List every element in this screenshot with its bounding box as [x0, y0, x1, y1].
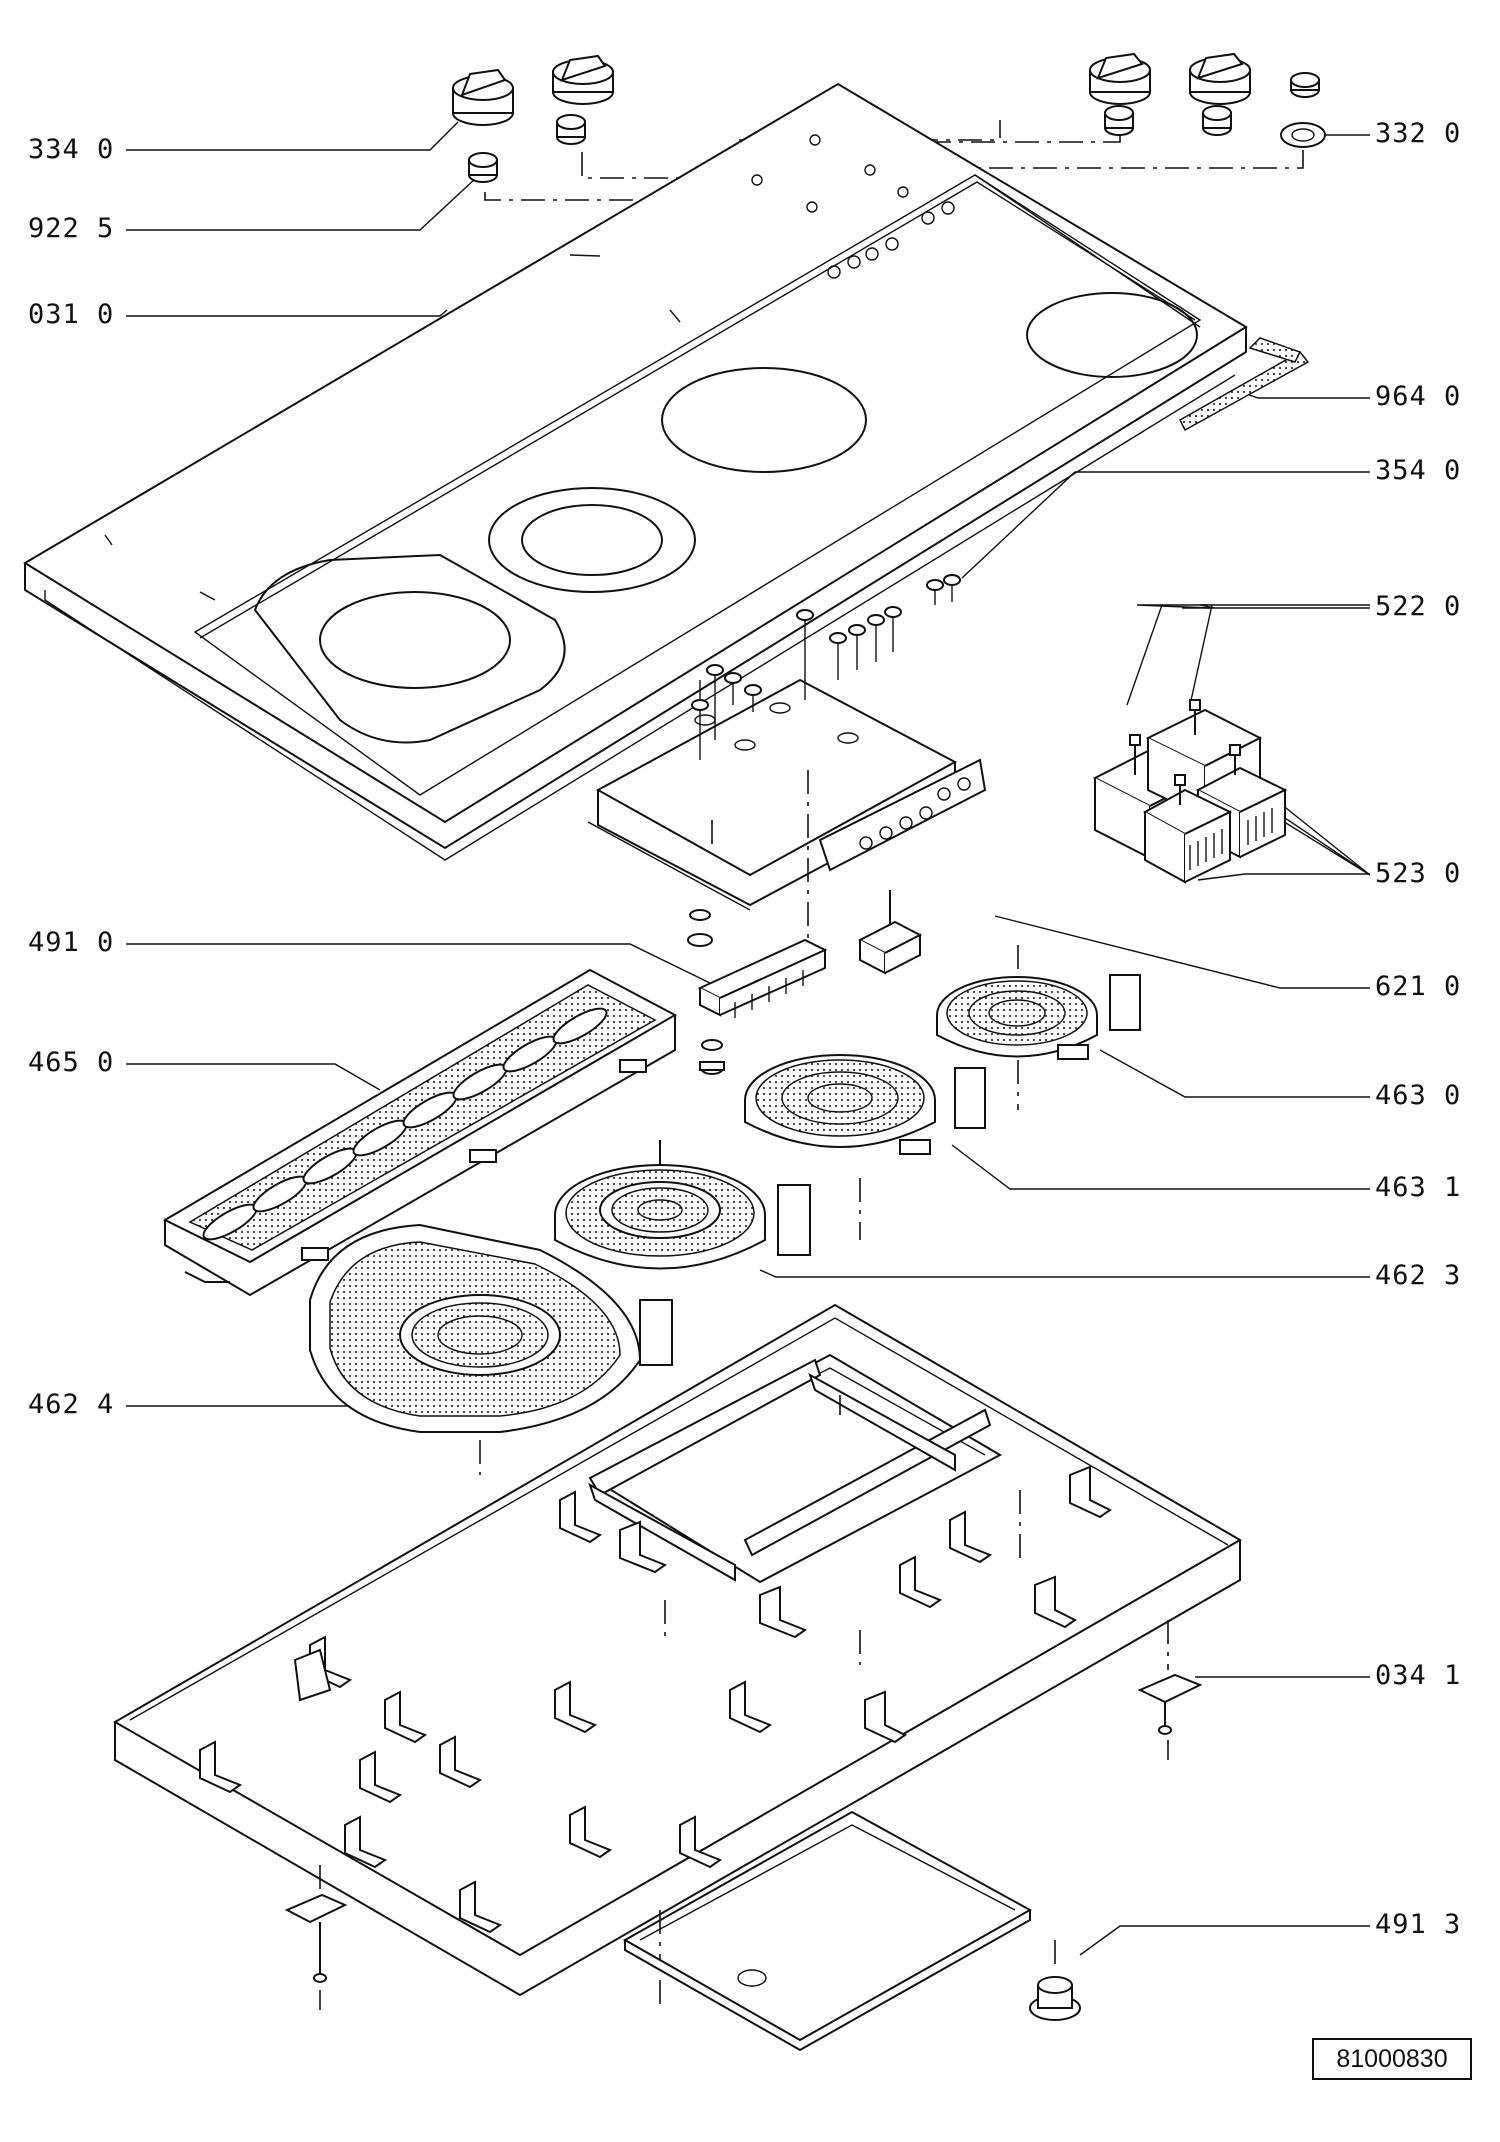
part-suffix: 0 — [97, 299, 115, 330]
part-suffix: 0 — [1444, 591, 1462, 622]
part-number: 462 — [28, 1389, 80, 1420]
callout-922-5: 922 5 — [28, 214, 123, 244]
callout-034-1: 034 1 — [1375, 1661, 1490, 1691]
callout-523-0: 523 0 — [1375, 859, 1490, 889]
callout-031-0: 031 0 — [28, 300, 123, 330]
part-suffix: 0 — [1444, 971, 1462, 1002]
part-suffix: 1 — [1444, 1172, 1462, 1203]
part-number: 463 — [1375, 1172, 1427, 1203]
part-suffix: 0 — [97, 1047, 115, 1078]
part-suffix: 0 — [1444, 381, 1462, 412]
callout-463-1: 463 1 — [1375, 1173, 1490, 1203]
oval-radiant-heater-462-4 — [309, 1223, 673, 1475]
callout-522-0: 522 0 — [1375, 592, 1490, 622]
part-suffix: 0 — [97, 134, 115, 165]
drawing-number-box: 81000830 — [1312, 2038, 1472, 2080]
radiant-heater-463-0 — [936, 945, 1141, 1110]
terminal-bracket — [587, 574, 987, 960]
part-suffix: 5 — [97, 213, 115, 244]
knob-1 — [452, 68, 514, 126]
knob-seal-rings — [468, 105, 1232, 183]
callout-964-0: 964 0 — [1375, 382, 1490, 412]
callout-334-0: 334 0 — [28, 135, 123, 165]
callout-462-3: 462 3 — [1375, 1261, 1490, 1291]
part-suffix: 0 — [97, 927, 115, 958]
knob-3 — [1089, 52, 1151, 105]
energy-regulators — [1092, 699, 1288, 884]
part-number: 334 — [28, 134, 80, 165]
part-suffix: 3 — [1444, 1909, 1462, 1940]
part-suffix: 0 — [1444, 118, 1462, 149]
part-number: 332 — [1375, 118, 1427, 149]
callout-332-0: 332 0 — [1375, 119, 1490, 149]
part-number: 621 — [1375, 971, 1427, 1002]
part-suffix: 3 — [1444, 1260, 1462, 1291]
part-suffix: 0 — [1444, 858, 1462, 889]
terminal-strip — [687, 890, 923, 1075]
callout-462-4: 462 4 — [28, 1390, 123, 1420]
part-number: 922 — [28, 213, 80, 244]
part-number: 491 — [1375, 1909, 1427, 1940]
knob-4 — [1189, 52, 1251, 105]
part-number: 462 — [1375, 1260, 1427, 1291]
indicator-lens — [1280, 72, 1326, 148]
part-number: 523 — [1375, 858, 1427, 889]
part-number: 465 — [28, 1047, 80, 1078]
part-number: 354 — [1375, 455, 1427, 486]
callout-621-0: 621 0 — [1375, 972, 1490, 1002]
part-suffix: 0 — [1444, 455, 1462, 486]
bottom-tray — [112, 1303, 1242, 2052]
dual-radiant-heater-462-3 — [554, 1140, 811, 1270]
part-suffix: 4 — [97, 1389, 115, 1420]
callout-465-0: 465 0 — [28, 1048, 123, 1078]
seal-strip — [1179, 337, 1310, 432]
callout-354-0: 354 0 — [1375, 456, 1490, 486]
ceramic-glass-top — [23, 82, 1248, 861]
knob-2 — [552, 54, 614, 105]
part-suffix: 0 — [1444, 1080, 1462, 1111]
callout-491-3: 491 3 — [1375, 1910, 1490, 1940]
rectangular-heater-465-0 — [162, 968, 678, 1297]
radiant-heater-463-1 — [744, 1054, 986, 1240]
part-number: 964 — [1375, 381, 1427, 412]
callout-491-0: 491 0 — [28, 928, 123, 958]
part-number: 463 — [1375, 1080, 1427, 1111]
part-number: 031 — [28, 299, 80, 330]
control-knobs — [452, 52, 1326, 207]
part-suffix: 1 — [1444, 1660, 1462, 1691]
part-number: 522 — [1375, 591, 1427, 622]
callout-463-0: 463 0 — [1375, 1081, 1490, 1111]
part-number: 034 — [1375, 1660, 1427, 1691]
part-number: 491 — [28, 927, 80, 958]
